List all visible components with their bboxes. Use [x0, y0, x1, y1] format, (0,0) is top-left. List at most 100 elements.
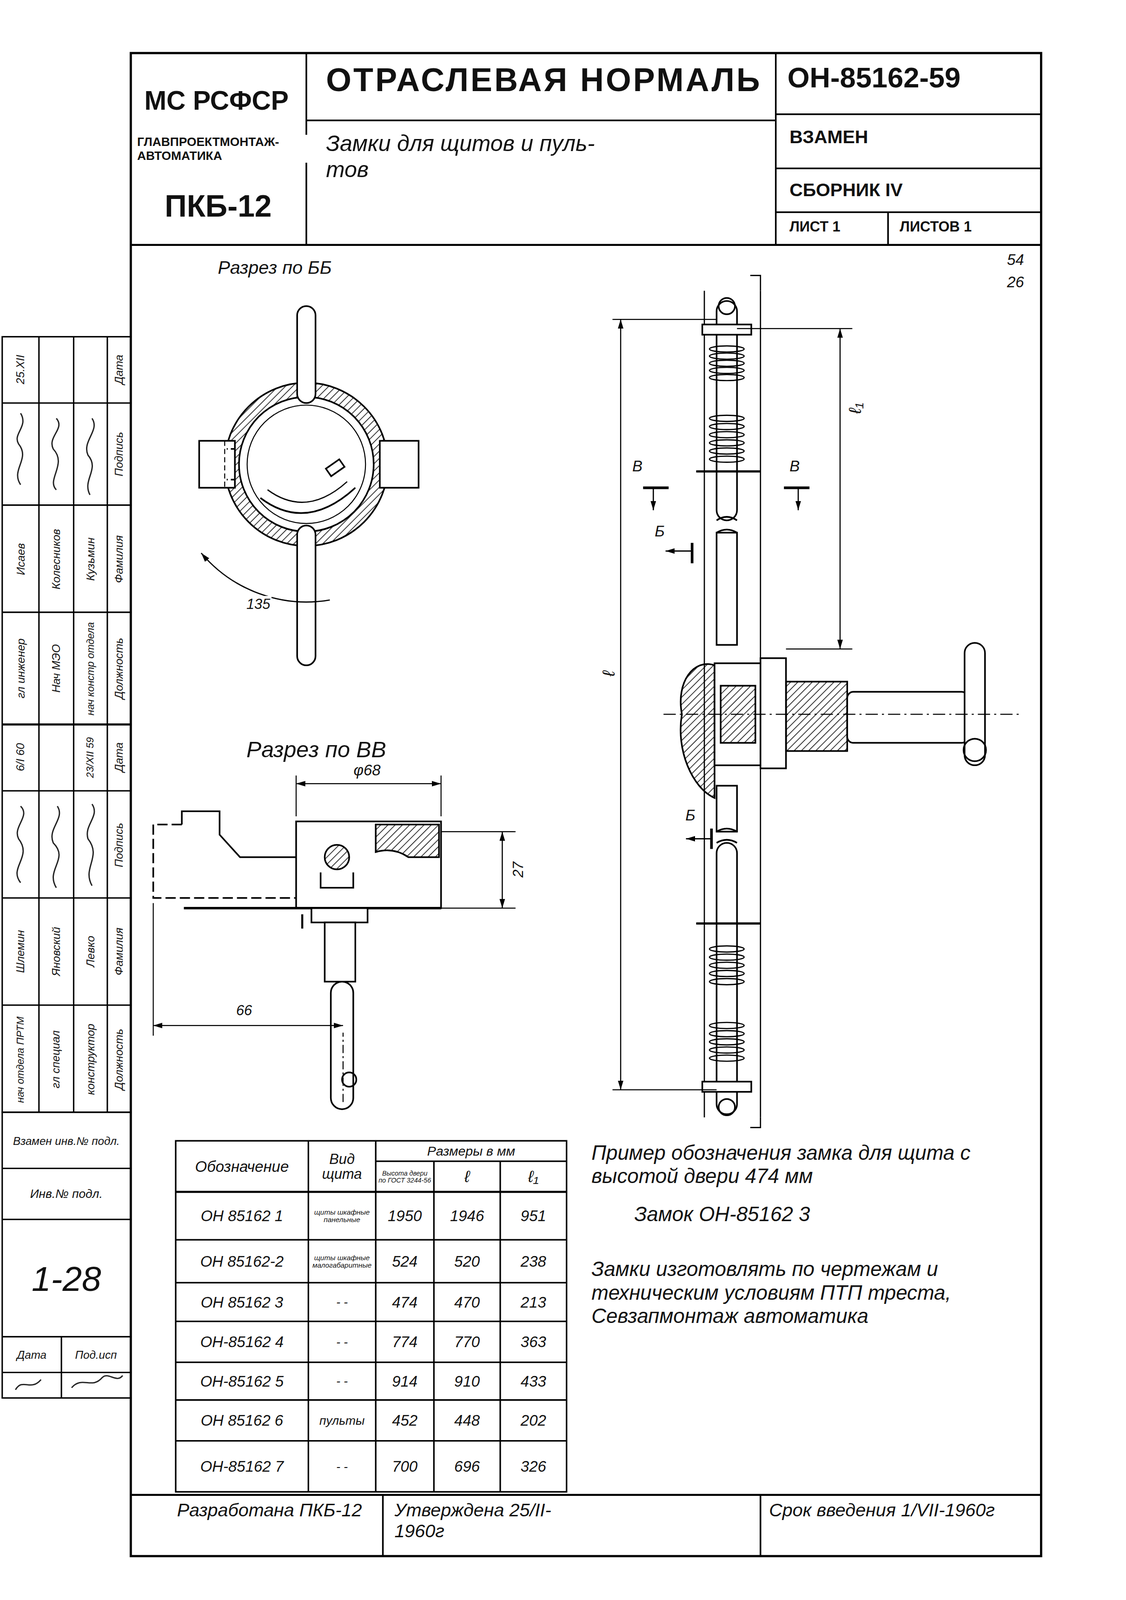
sheet-mark: 54 [1005, 251, 1026, 269]
section-bb [238, 397, 374, 532]
signature [52, 418, 60, 491]
table-cell: - - [310, 1443, 374, 1491]
inventory-number: 1-28 [4, 1225, 129, 1334]
lock-elevation [709, 1046, 745, 1054]
strip-header: Дата [112, 741, 126, 774]
sheet-frame [775, 211, 1042, 214]
approval-field: Разработана ПКБ-12 [175, 1499, 380, 1521]
strip-field: Под.исп [63, 1340, 129, 1371]
sheet-frame [775, 167, 1042, 170]
table-cell: щиты шкафные малогабаритные [310, 1242, 374, 1281]
document-type: ОТРАСЛЕВАЯ НОРМАЛЬ [324, 61, 763, 100]
section-title: Разрез по ВВ [245, 736, 388, 763]
section-vv [152, 903, 154, 1036]
strip-header: Дата [112, 353, 126, 386]
section-bb [325, 459, 345, 477]
approval-strip [2, 723, 132, 726]
table-cell: 470 [436, 1285, 499, 1321]
table-cell: ОН 85162-2 [177, 1242, 307, 1281]
table-cell: 363 [502, 1324, 565, 1361]
strip-header: Фамилия [112, 534, 126, 585]
strip-name: Колесников [49, 527, 63, 591]
lock-elevation [716, 785, 737, 832]
section-vv [296, 783, 442, 785]
strip-name: Шлемин [13, 928, 27, 974]
section-mark: В [788, 457, 802, 476]
document-number: ОН-85162-59 [786, 61, 962, 95]
lock-elevation [718, 298, 736, 315]
section-vv [441, 831, 516, 833]
lock-elevation [760, 658, 787, 769]
section-vv [153, 824, 297, 899]
table-cell: 774 [377, 1324, 432, 1361]
section-bb [297, 525, 316, 666]
lock-elevation [612, 1089, 717, 1091]
table-cell: - - [310, 1364, 374, 1399]
approval-strip [2, 1371, 132, 1374]
table-cell: 520 [436, 1242, 499, 1281]
size-table [175, 1282, 567, 1284]
table-cell: ОН-85162 5 [177, 1364, 307, 1399]
lock-elevation [709, 953, 745, 961]
lock-elevation [690, 543, 694, 564]
title-field: СБОРНИК IV [788, 179, 904, 201]
strip-position: нач отдела ПРТМ [14, 1014, 27, 1105]
dimension-value: ℓ₁ [845, 401, 866, 416]
section-vv [331, 981, 354, 1110]
title-field: ЛИСТ 1 [788, 218, 842, 235]
size-table [433, 1161, 435, 1492]
sheet-frame [130, 52, 1041, 1557]
table-header: Вид щита [310, 1143, 374, 1191]
size-table [175, 1361, 567, 1364]
strip-name: Левко [83, 934, 97, 969]
signature [52, 806, 60, 888]
lock-elevation [718, 1099, 736, 1116]
lock-elevation [709, 431, 745, 438]
approval-strip [2, 611, 132, 614]
section-bb [224, 440, 226, 488]
lock-elevation [736, 328, 853, 330]
table-cell: 213 [502, 1285, 565, 1321]
size-table [175, 1399, 567, 1401]
lock-elevation [709, 1030, 745, 1037]
lock-elevation [680, 663, 715, 798]
strip-field: Дата [4, 1340, 60, 1371]
strip-name: Исаев [13, 542, 27, 577]
strip-header: Должность [112, 1027, 126, 1092]
section-bb [226, 478, 236, 481]
lock-elevation [709, 946, 745, 953]
strip-position: Нач МЭО [49, 642, 63, 695]
table-cell: 1946 [436, 1194, 499, 1239]
dimension-value: φ68 [352, 761, 383, 780]
table-cell: - - [310, 1285, 374, 1321]
lock-elevation [612, 275, 1021, 1128]
section-vv [440, 775, 442, 817]
table-cell: ОН 85162 3 [177, 1285, 307, 1321]
table-cell: 474 [377, 1285, 432, 1321]
approval-strip [2, 790, 132, 792]
section-bb [379, 440, 419, 488]
lock-elevation [716, 840, 737, 844]
section-bb [201, 553, 331, 603]
dimension-value: 66 [234, 1002, 254, 1019]
lock-elevation [702, 324, 752, 335]
lock-elevation [709, 970, 745, 977]
strip-field: Взамен инв.№ подл. [4, 1117, 129, 1165]
lock-elevation [716, 516, 737, 521]
size-table [175, 1140, 567, 1492]
table-cell: ОН 85162 6 [177, 1402, 307, 1440]
section-vv [342, 1032, 344, 1102]
size-table [175, 1140, 567, 1492]
section-vv [296, 821, 442, 909]
table-cell: ОН 85162 1 [177, 1194, 307, 1239]
lock-elevation [709, 360, 745, 367]
strip-header: Должность [112, 636, 126, 701]
sheet-frame [775, 113, 1042, 116]
section-bb [247, 404, 366, 524]
lock-elevation [709, 1022, 745, 1029]
lock-elevation [964, 642, 986, 766]
lock-elevation [620, 319, 622, 1090]
section-bb [297, 306, 316, 404]
strip-header: Подпись [112, 821, 126, 869]
signature [87, 804, 95, 887]
